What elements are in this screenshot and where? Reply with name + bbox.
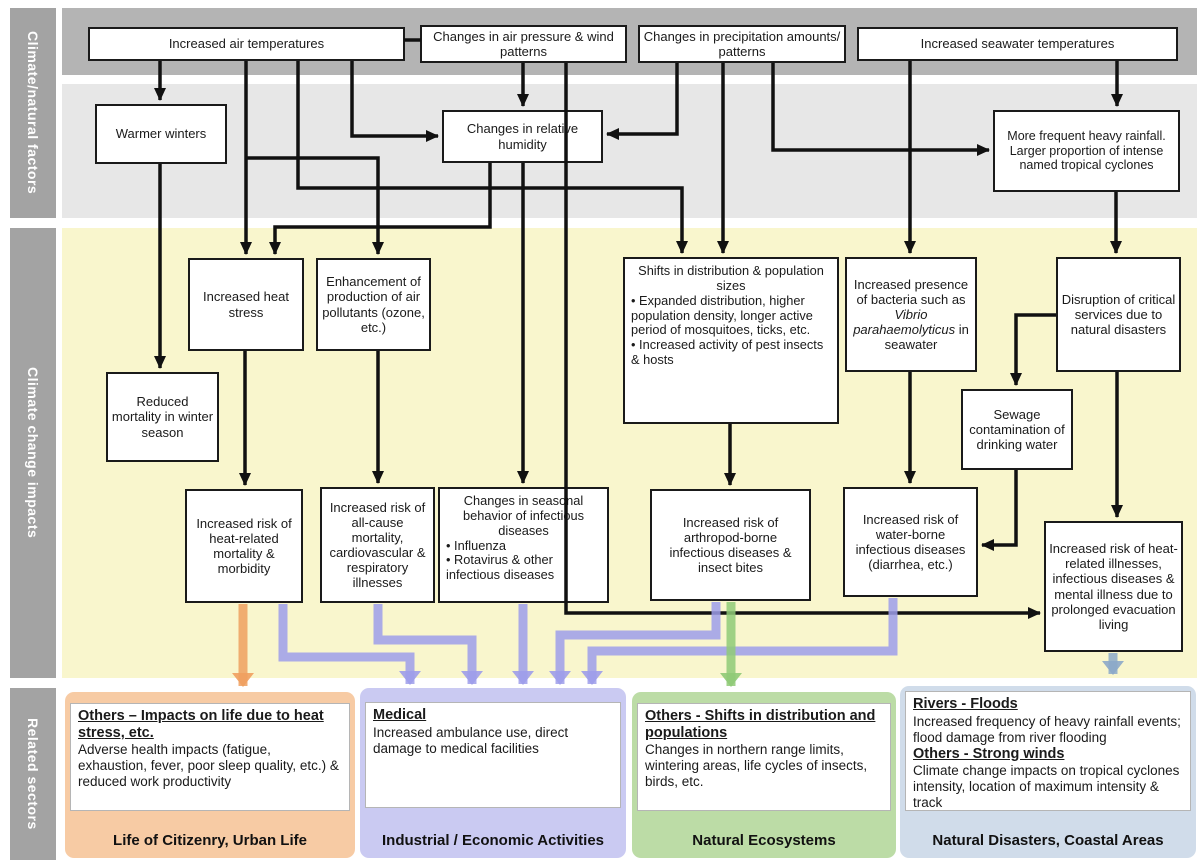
box-air-pollutants: Enhancement of production of air polluta… xyxy=(316,258,431,351)
card-natural-disasters: Rivers - Floods Increased frequency of h… xyxy=(900,686,1196,858)
sidebar-label: Climate/natural factors xyxy=(25,31,41,195)
box-seasonal-infectious-diseases: Changes in seasonal behavior of infectio… xyxy=(438,487,609,603)
card-body: Climate change impacts on tropical cyclo… xyxy=(913,763,1180,811)
box-precipitation-patterns: Changes in precipitation amounts/ patter… xyxy=(638,25,846,63)
vibrio-species-name: Vibrio parahaemolyticus xyxy=(853,306,956,338)
box-increased-seawater-temperatures: Increased seawater temperatures xyxy=(857,27,1178,61)
card-industrial-economic: Medical Increased ambulance use, direct … xyxy=(360,688,626,858)
box-sewage-contamination: Sewage contamination of drinking water xyxy=(961,389,1073,470)
box-shifts-distribution: Shifts in distribution & population size… xyxy=(623,257,839,424)
box-heat-related-mortality: Increased risk of heat-related mortality… xyxy=(185,489,303,603)
box-heavy-rainfall-cyclones: More frequent heavy rainfall. Larger pro… xyxy=(993,110,1180,192)
card-heading: Medical xyxy=(373,707,427,723)
sidebar-label: Related sectors xyxy=(25,718,41,830)
card-heading: Rivers - Floods xyxy=(913,696,1018,712)
box-increased-heat-stress: Increased heat stress xyxy=(188,258,304,351)
card-heading: Others – Impacts on life due to heat str… xyxy=(78,708,324,741)
sidebar-section-climate-natural-factors: Climate/natural factors xyxy=(10,8,56,218)
box-increased-air-temperatures: Increased air temperatures xyxy=(88,27,405,61)
card-body: Adverse health impacts (fatigue, exhaust… xyxy=(78,742,339,790)
card-heading: Others - Shifts in distribution and popu… xyxy=(645,708,876,741)
card-life-of-citizenry: Others – Impacts on life due to heat str… xyxy=(65,692,355,858)
box-evacuation-illness: Increased risk of heat-related illnesses… xyxy=(1044,521,1183,652)
card-body: Increased frequency of heavy rainfall ev… xyxy=(913,713,1181,745)
sidebar-label: Climate change impacts xyxy=(25,367,41,539)
box-all-cause-mortality: Increased risk of all-cause mortality, c… xyxy=(320,487,435,603)
sector-label-industrial-economic: Industrial / Economic Activities xyxy=(382,832,604,849)
card-natural-ecosystems: Others - Shifts in distribution and popu… xyxy=(632,692,896,858)
sidebar-section-climate-change-impacts: Climate change impacts xyxy=(10,228,56,678)
box-reduced-winter-mortality: Reduced mortality in winter season xyxy=(106,372,219,462)
box-warmer-winters: Warmer winters xyxy=(95,104,227,164)
card-heading: Others - Strong winds xyxy=(913,745,1065,762)
box-arthropod-borne-diseases: Increased risk of arthropod-borne infect… xyxy=(650,489,811,601)
sidebar-section-related-sectors: Related sectors xyxy=(10,688,56,860)
box-relative-humidity: Changes in relative humidity xyxy=(442,110,603,163)
box-water-borne-diseases: Increased risk of water-borne infectious… xyxy=(843,487,978,597)
box-air-pressure-wind-patterns: Changes in air pressure & wind patterns xyxy=(420,25,627,63)
box-vibrio-bacteria: Increased presence of bacteria such as V… xyxy=(845,257,977,372)
sector-label-natural-ecosystems: Natural Ecosystems xyxy=(692,832,836,849)
card-body: Increased ambulance use, direct damage t… xyxy=(373,724,569,756)
sector-label-life-of-citizenry: Life of Citizenry, Urban Life xyxy=(113,832,307,849)
card-body: Changes in northern range limits, winter… xyxy=(645,742,868,790)
box-disruption-critical-services: Disruption of critical services due to n… xyxy=(1056,257,1181,372)
sector-label-natural-disasters: Natural Disasters, Coastal Areas xyxy=(932,832,1164,849)
